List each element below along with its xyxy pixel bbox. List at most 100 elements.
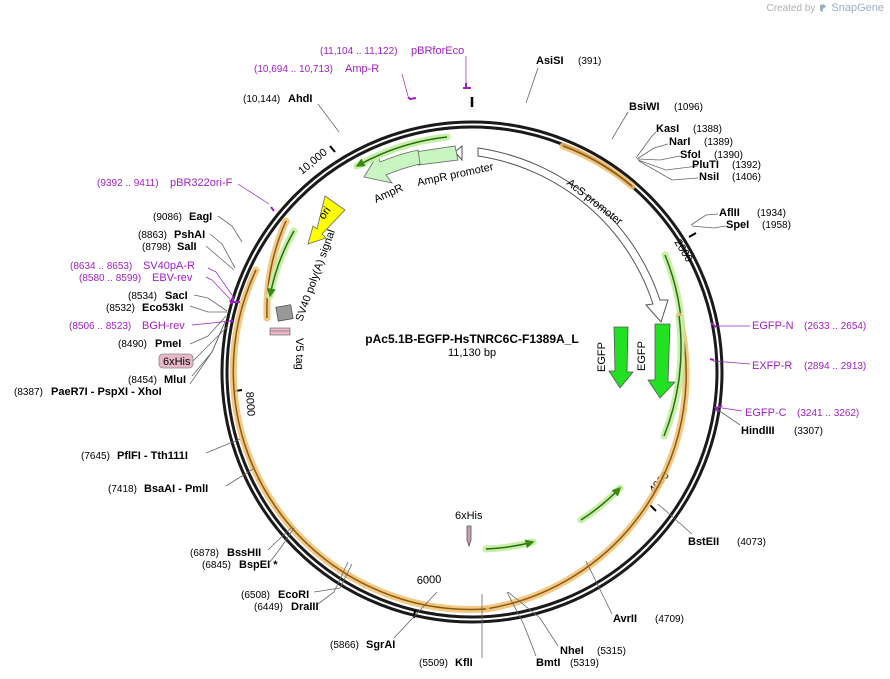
site-nhei[interactable]: NheI (5315) [560, 645, 626, 657]
site-name: KflI [455, 657, 473, 669]
site-position: (5319) [570, 658, 599, 669]
plasmid-name: pAc5.1B-EGFP-HsTNRC6C-F1389A_L [365, 332, 578, 346]
primer-egfp-n[interactable]: EGFP-N (2633 .. 2654) [752, 320, 866, 332]
site-bspei[interactable]: (6845) BspEI * [202, 559, 278, 571]
site-ecori[interactable]: (6508) EcoRI [241, 589, 309, 601]
his-inner-feature[interactable] [466, 525, 472, 548]
site-name: KasI [656, 123, 679, 135]
site-name: BmtI [536, 657, 560, 669]
site-name: SgrAI [366, 639, 395, 651]
site-asisi[interactable]: AsiSI (391) [536, 55, 601, 67]
site-name: SpeI [726, 219, 749, 231]
site-bsshii[interactable]: (6878) BssHII [190, 547, 261, 559]
ori-feature[interactable] [307, 195, 346, 245]
primer-egfp-c[interactable]: EGFP-C (3241 .. 3262) [745, 407, 859, 419]
primer-name: BGH-rev [142, 320, 185, 332]
site-name: BssHII [227, 547, 261, 559]
tick-label-6000: 6000 [417, 574, 442, 587]
site-name: Eco53kI [142, 302, 184, 314]
site-position: (5315) [597, 646, 626, 657]
site-name: NheI [560, 645, 584, 657]
site-pflfi-tth111i[interactable]: (7645) PflFI - Tth111I [81, 450, 188, 462]
primer-position: (2633 .. 2654) [804, 321, 866, 332]
site-position: (10,144) [243, 94, 280, 105]
site-position: (8454) [128, 375, 157, 386]
primer-pbrforeco[interactable]: (11,104 .. 11,122) pBRforEco [320, 45, 464, 57]
primer-pbr322ori-f[interactable]: (9392 .. 9411) pBR322ori-F [97, 177, 233, 189]
site-name: EagI [189, 211, 212, 223]
site-sali[interactable]: (8798) SalI [142, 241, 197, 253]
site-bsaai-pmli[interactable]: (7418) BsaAI - PmlI [108, 483, 208, 495]
site-aflii[interactable]: AflII (1934) [719, 207, 786, 219]
site-position: (8490) [118, 339, 147, 350]
primer-name: EBV-rev [152, 272, 193, 284]
site-avrii[interactable]: AvrII (4709) [613, 613, 684, 625]
site-position: (1388) [693, 124, 722, 135]
site-saci[interactable]: (8534) SacI [128, 290, 188, 302]
site-bmti[interactable]: BmtI (5319) [536, 657, 599, 669]
orf-arcs [229, 133, 690, 613]
site-position: (8863) [138, 230, 167, 241]
site-kasi[interactable]: KasI (1388) [656, 123, 722, 135]
site-hindiii[interactable]: HindIII (3307) [741, 425, 823, 437]
site-pmei[interactable]: (8490) PmeI [118, 338, 181, 350]
site-name: PaeR7I - PspXI - XhoI [51, 386, 162, 398]
site-position: (8534) [128, 291, 157, 302]
site-position: (8387) [14, 387, 43, 398]
primer-position: (8580 .. 8599) [79, 273, 141, 284]
primer-position: (11,104 .. 11,122) [320, 46, 397, 57]
primer-sv40pa-r[interactable]: (8634 .. 8653) SV40pA-R [70, 260, 195, 272]
site-eco53ki[interactable]: (8532) Eco53kI [106, 302, 184, 314]
site-position: (1389) [704, 137, 733, 148]
site-name: MluI [164, 374, 186, 386]
primer-position: (8506 .. 8523) [69, 321, 131, 332]
site-position: (7418) [108, 484, 137, 495]
primer-position: (8634 .. 8653) [70, 261, 132, 272]
site-position: (6878) [190, 548, 219, 559]
site-spei[interactable]: SpeI (1958) [726, 219, 791, 231]
site-name: BspEI * [239, 559, 278, 571]
site-mlui[interactable]: (8454) MluI [128, 374, 186, 386]
site-position: (391) [578, 56, 601, 67]
egfp-feature-1[interactable] [608, 326, 634, 389]
site-name: NarI [669, 136, 690, 148]
primer-bgh-rev[interactable]: (8506 .. 8523) BGH-rev [69, 320, 185, 332]
egfp-feature-2[interactable] [647, 323, 676, 399]
site-pluti[interactable]: PluTI (1392) [692, 159, 761, 171]
site-bsiwi[interactable]: BsiWI (1096) [629, 101, 703, 113]
site-name: NsiI [699, 171, 719, 183]
created-by-label: Created by [766, 2, 816, 14]
ampr-promoter-feature[interactable] [414, 144, 463, 166]
site-ahdi[interactable]: (10,144) AhdI [243, 93, 312, 105]
site-paer7i-pspxi-xhoi[interactable]: (8387) PaeR7I - PspXI - XhoI [14, 386, 162, 398]
site-name: PluTI [692, 159, 719, 171]
site-position: (1390) [714, 150, 743, 161]
sv40-polya-feature[interactable] [275, 304, 294, 322]
site-position: (6845) [202, 560, 231, 571]
site-pshai[interactable]: (8863) PshAI [138, 229, 205, 241]
snapgene-brand: SnapGene [831, 2, 884, 14]
site-eagi[interactable]: (9086) EagI [153, 211, 212, 223]
site-nari[interactable]: NarI (1389) [669, 136, 733, 148]
his-tag-badge[interactable]: 6xHis [158, 326, 228, 369]
primer-name: Amp-R [345, 63, 379, 75]
site-leader-lines [189, 67, 741, 658]
acs-promoter-feature[interactable] [477, 147, 669, 323]
site-position: (5866) [330, 640, 359, 651]
site-sgrai[interactable]: (5866) SgrAI [330, 639, 395, 651]
site-kfli[interactable]: (5509) KflI [419, 657, 473, 669]
primer-position: (10,694 .. 10,713) [254, 64, 333, 75]
his-badge-label: 6xHis [163, 356, 191, 368]
snapgene-logo-icon [820, 4, 827, 12]
site-sfoi[interactable]: SfoI (1390) [680, 149, 743, 161]
primer-name: EXFP-R [752, 360, 792, 372]
primer-name: pBR322ori-F [170, 177, 233, 189]
ori-label: ori [317, 205, 334, 222]
primer-amp-r[interactable]: (10,694 .. 10,713) Amp-R [254, 63, 379, 75]
v5-tag-feature[interactable] [269, 327, 291, 336]
site-nsii[interactable]: NsiI (1406) [699, 171, 761, 183]
primer-exfp-r[interactable]: EXFP-R (2894 .. 2913) [752, 360, 866, 372]
primer-ebv-rev[interactable]: (8580 .. 8599) EBV-rev [79, 272, 193, 284]
site-bsteii[interactable]: BstEII (4073) [688, 536, 766, 548]
site-draiii[interactable]: (6449) DraIII [254, 601, 319, 613]
